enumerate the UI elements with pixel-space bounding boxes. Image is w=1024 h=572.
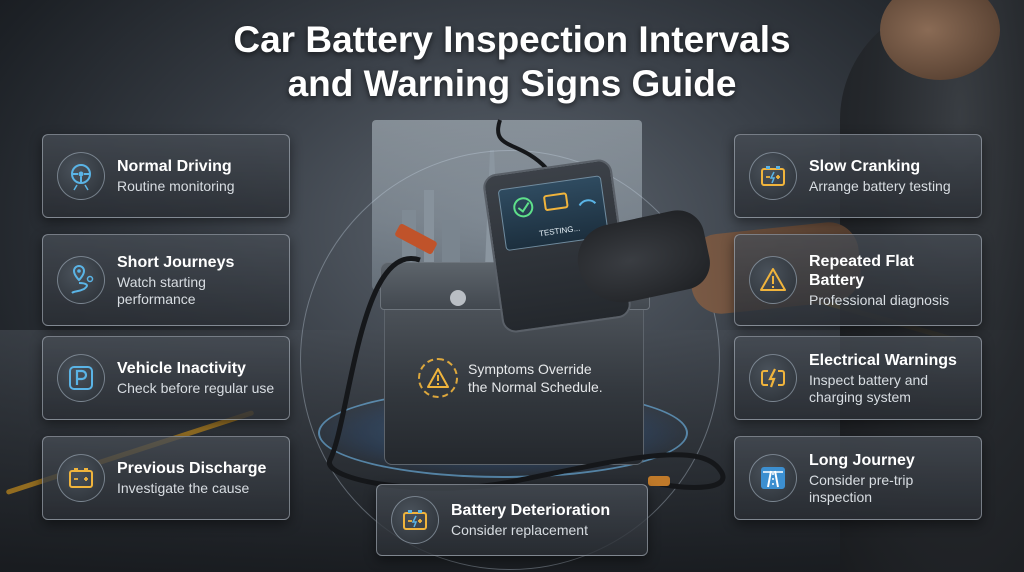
- battery-charge-icon: [391, 496, 439, 544]
- page-title: Car Battery Inspection Intervals and War…: [130, 18, 894, 106]
- title-line-2: and Warning Signs Guide: [287, 63, 737, 104]
- card-subtitle: Consider replacement: [451, 522, 588, 538]
- diagnostic-scanner: TESTING...: [481, 157, 633, 335]
- title-line-1: Car Battery Inspection Intervals: [233, 19, 791, 60]
- card-short-journeys[interactable]: Short Journeys Watch starting performanc…: [42, 234, 290, 326]
- warning-icon: [418, 358, 458, 398]
- card-subtitle: Arrange battery testing: [809, 178, 951, 194]
- card-vehicle-inactivity[interactable]: Vehicle Inactivity Check before regular …: [42, 336, 290, 420]
- route-pin-icon: [57, 256, 105, 304]
- card-slow-cranking[interactable]: Slow Cranking Arrange battery testing: [734, 134, 982, 218]
- card-title: Short Journeys: [117, 253, 235, 271]
- card-battery-deterioration[interactable]: Battery Deterioration Consider replaceme…: [376, 484, 648, 556]
- scanner-status-text: TESTING...: [538, 223, 581, 239]
- card-title: Vehicle Inactivity: [117, 360, 246, 377]
- warning-icon: [749, 256, 797, 304]
- card-title: Long Journey: [809, 451, 915, 469]
- card-title: Slow Cranking: [809, 158, 921, 175]
- technician-head: [880, 0, 1000, 80]
- battery-bolt-icon: [749, 354, 797, 402]
- card-subtitle: Routine monitoring: [117, 178, 235, 194]
- card-title: Normal Driving: [117, 158, 232, 175]
- card-long-journey[interactable]: Long Journey Consider pre-trip inspectio…: [734, 436, 982, 520]
- card-electrical-warnings[interactable]: Electrical Warnings Inspect battery and …: [734, 336, 982, 420]
- card-subtitle: Watch starting performance: [117, 273, 206, 307]
- card-subtitle: Consider pre-trip inspection: [809, 471, 914, 505]
- center-note-line-2: the Normal Schedule.: [468, 379, 603, 395]
- card-title: Previous Discharge: [117, 460, 267, 477]
- card-subtitle: Inspect battery and charging system: [809, 371, 929, 405]
- scanner-screen: TESTING...: [497, 175, 610, 252]
- card-subtitle: Investigate the cause: [117, 480, 250, 496]
- card-title: Repeated Flat Battery: [809, 252, 914, 289]
- scanner-status-icons: [513, 192, 597, 218]
- highway-icon: [749, 454, 797, 502]
- center-note-line-1: Symptoms Override: [468, 361, 592, 377]
- center-note: Symptoms Override the Normal Schedule.: [418, 358, 628, 398]
- card-title: Battery Deterioration: [451, 502, 611, 519]
- steering-wheel-icon: [57, 152, 105, 200]
- card-repeated-flat-battery[interactable]: Repeated Flat Battery Professional diagn…: [734, 234, 982, 326]
- parking-icon: [57, 354, 105, 402]
- card-title: Electrical Warnings: [809, 351, 957, 369]
- card-previous-discharge[interactable]: Previous Discharge Investigate the cause: [42, 436, 290, 520]
- card-subtitle: Professional diagnosis: [809, 291, 950, 308]
- card-subtitle: Check before regular use: [117, 380, 275, 396]
- card-normal-driving[interactable]: Normal Driving Routine monitoring: [42, 134, 290, 218]
- battery-icon: [57, 454, 105, 502]
- battery-charge-icon: [749, 152, 797, 200]
